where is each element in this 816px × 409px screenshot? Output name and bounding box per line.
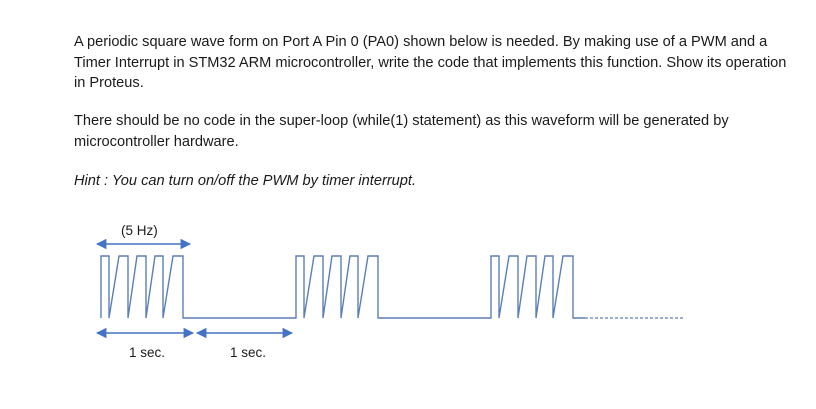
- square-waveform: [100, 255, 585, 319]
- hint-text: Hint : You can turn on/off the PWM by ti…: [74, 173, 417, 189]
- requirement-paragraph: There should be no code in the super-loo…: [74, 113, 729, 150]
- question-paragraph: A periodic square wave form on Port A Pi…: [74, 34, 787, 91]
- period-label: (5 Hz): [121, 223, 158, 238]
- on-duration-label: 1 sec.: [129, 345, 165, 360]
- off-duration-label: 1 sec.: [230, 345, 266, 360]
